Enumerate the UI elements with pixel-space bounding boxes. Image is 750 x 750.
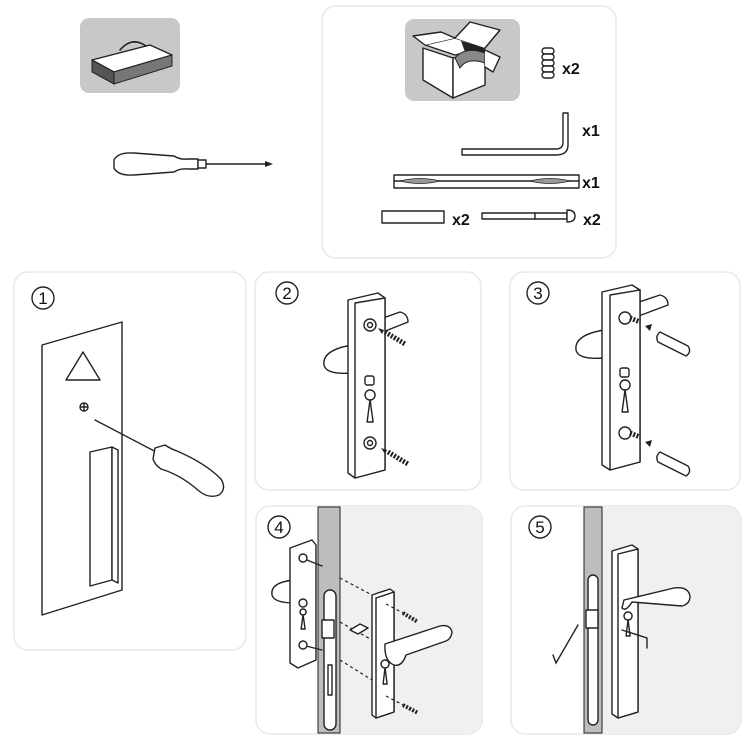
plug-icon	[381, 210, 445, 224]
parts-panel: x2 x1 x1 x2 x2	[321, 5, 617, 259]
step-2-badge	[275, 281, 299, 305]
screw-icon	[402, 703, 419, 715]
step-2-panel: 2	[254, 271, 482, 491]
step-3-panel: 3	[509, 271, 741, 491]
spindle-piece	[349, 623, 369, 635]
stud-icon	[618, 426, 641, 440]
spindle-quantity: x1	[582, 175, 600, 192]
jig-tool-icon	[91, 41, 173, 85]
screw-icon	[381, 448, 410, 467]
step-1-badge	[31, 286, 55, 310]
screw-mark-icon	[79, 402, 89, 412]
step-5-badge	[528, 515, 552, 539]
step-5-panel: 5	[510, 505, 742, 735]
step-5-number: 5	[535, 518, 544, 537]
screw-icon	[378, 328, 407, 347]
bolt-quantity: x2	[583, 212, 601, 229]
open-box-icon	[412, 21, 501, 99]
plug-quantity: x2	[452, 212, 470, 229]
screwdriver-icon	[94, 419, 225, 498]
hex-key-quantity: x1	[582, 123, 600, 140]
step-1-panel: 1	[13, 271, 247, 651]
tools-panel	[80, 18, 273, 176]
magnets-quantity: x2	[562, 61, 580, 78]
screwdriver-icon	[113, 152, 273, 176]
triangle-mark-icon	[65, 351, 101, 381]
handle-behind	[323, 344, 353, 375]
slot-mark	[89, 446, 119, 587]
step-4-panel: 4	[255, 505, 483, 735]
hex-key-icon	[461, 112, 569, 156]
mortise-lock	[323, 589, 337, 731]
stud-icon	[618, 311, 641, 325]
screw-icon	[401, 611, 420, 624]
plug-icon	[656, 331, 691, 357]
step-4-number: 4	[274, 518, 283, 537]
lever-handle	[384, 624, 453, 666]
step-3-number: 3	[533, 284, 542, 303]
arrow-icon	[645, 440, 652, 447]
lever-handle	[621, 586, 691, 610]
step-4-badge	[267, 515, 291, 539]
plug-icon	[656, 451, 691, 477]
spindle-icon	[393, 174, 580, 189]
mortise-lock	[587, 574, 599, 726]
magnets-icon	[541, 47, 555, 79]
hex-key-icon	[621, 629, 648, 649]
step-1-number: 1	[38, 289, 47, 308]
hex-key-icon	[552, 624, 579, 665]
arrow-icon	[645, 324, 652, 331]
wall	[340, 507, 481, 733]
bolt-icon	[481, 209, 576, 223]
step-3-badge	[526, 281, 550, 305]
step-2-number: 2	[282, 284, 291, 303]
